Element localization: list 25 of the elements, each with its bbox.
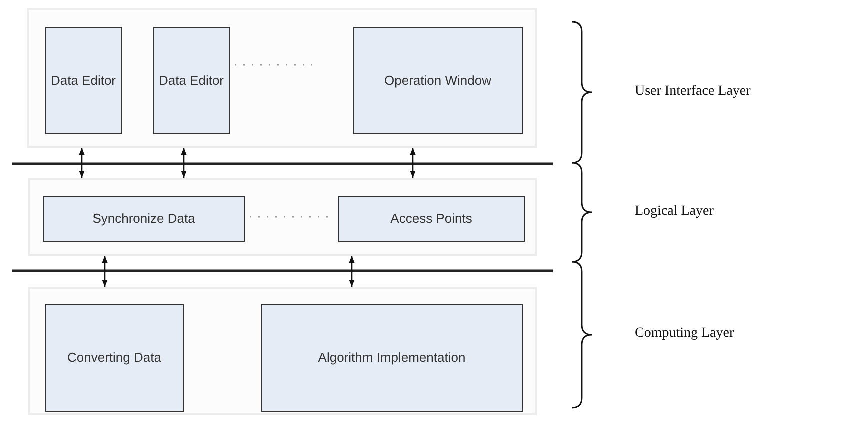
component-box — [45, 27, 122, 134]
box-label: Operation Window — [384, 72, 492, 90]
box-label: Synchronize Data — [92, 210, 196, 228]
layer-label: Computing Layer — [635, 326, 734, 342]
arrow — [79, 148, 85, 178]
arrow — [181, 148, 187, 178]
component-box — [261, 304, 523, 412]
component-box — [43, 196, 245, 242]
layer-label: Logical Layer — [635, 204, 714, 220]
component-box — [338, 196, 525, 242]
arrow — [410, 148, 416, 178]
box-label: Converting Data — [68, 349, 162, 367]
component-box — [45, 304, 184, 412]
layer-label: User Interface Layer — [635, 84, 751, 100]
component-box — [353, 27, 523, 134]
box-label: Data Editor — [158, 72, 224, 90]
arrow — [102, 256, 108, 287]
layer-panel — [27, 8, 537, 148]
arrow — [349, 256, 355, 287]
box-label: Access Points — [390, 210, 472, 228]
box-label: Data Editor — [50, 72, 116, 90]
box-label: Algorithm Implementation — [318, 349, 466, 367]
layer-panel — [28, 178, 537, 256]
layer-panel — [28, 287, 537, 415]
component-box — [153, 27, 230, 134]
